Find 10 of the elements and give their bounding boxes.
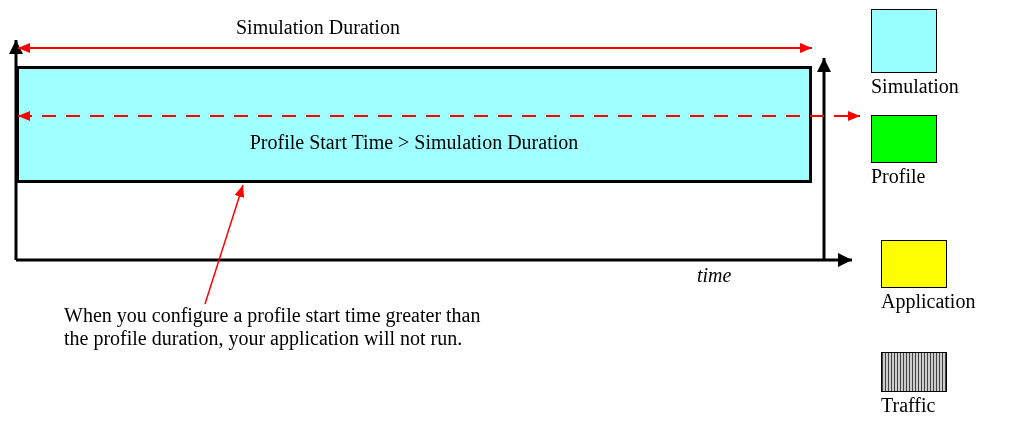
dimension-label: Simulation Duration xyxy=(236,16,400,39)
note-text: When you configure a profile start time greater than the profile duration, your application will not run. xyxy=(64,304,504,384)
simulation-bar xyxy=(16,66,812,183)
legend-label: Traffic xyxy=(881,394,936,417)
axis-label: time xyxy=(697,264,732,287)
legend-label: Application xyxy=(881,290,976,313)
legend-label: Profile xyxy=(871,165,926,188)
legend-label: Simulation xyxy=(871,75,959,98)
leader-line xyxy=(204,184,245,305)
bar-label: Profile Start Time > Simulation Duration xyxy=(248,131,580,154)
